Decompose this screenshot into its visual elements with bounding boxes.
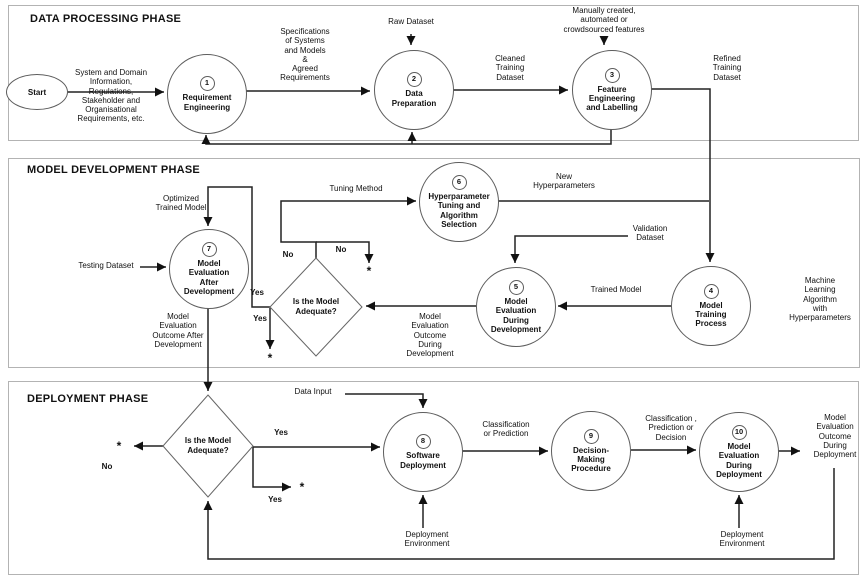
edge-label-outcome-during-dev: Model Evaluation Outcome During Developm… bbox=[406, 312, 454, 359]
branch-no-dev-right: No bbox=[335, 245, 347, 254]
edge-label-classification-prediction-decision: Classification , Prediction or Decision bbox=[645, 414, 697, 442]
step-number-8: 8 bbox=[415, 434, 431, 450]
step-number-10: 10 bbox=[731, 425, 747, 441]
branch-no-dev-left: No bbox=[282, 250, 294, 259]
phase-box-deployment bbox=[8, 381, 859, 575]
edge-label-refined-dataset: Refined Training Dataset bbox=[712, 54, 742, 82]
edge-label-classification-or-prediction: Classification or Prediction bbox=[482, 420, 530, 439]
edge-validation-dataset bbox=[510, 235, 628, 263]
branch-no-deploy: No bbox=[101, 462, 113, 471]
edge-feedback-3-to-1 bbox=[201, 128, 612, 145]
edge-yes-optimized-model bbox=[203, 186, 270, 308]
step-number-6: 6 bbox=[451, 175, 467, 191]
edge-label-new-hyperparameters: New Hyperparameters bbox=[533, 172, 595, 191]
node-label: Decision- Making Procedure bbox=[571, 445, 611, 474]
node-10-model-evaluation-deploy: 10 Model Evaluation During Deployment bbox=[699, 412, 779, 492]
step-number-7: 7 bbox=[201, 242, 217, 258]
node-9-decision-making: 9 Decision- Making Procedure bbox=[551, 411, 631, 491]
edge-label-validation-dataset: Validation Dataset bbox=[632, 224, 668, 243]
node-8-software-deployment: 8 Software Deployment bbox=[383, 412, 463, 492]
connector-asterisk-dev-yes: * bbox=[267, 351, 273, 365]
node-label: Feature Engineering and Labelling bbox=[586, 84, 638, 113]
start-node: Start bbox=[6, 74, 68, 110]
phase-title-deployment: DEPLOYMENT PHASE bbox=[27, 393, 149, 405]
node-label: Model Evaluation After Development bbox=[183, 259, 235, 296]
connector-asterisk-deploy-no: * bbox=[116, 439, 122, 453]
step-number-1: 1 bbox=[199, 76, 215, 92]
edge-feedback-deploy bbox=[203, 468, 835, 560]
edge-label-optimized-model: Optimized Trained Model bbox=[155, 194, 207, 213]
connector-asterisk-dev-no: * bbox=[366, 264, 372, 278]
step-number-3: 3 bbox=[604, 67, 620, 83]
phase-box-data-processing bbox=[8, 5, 859, 141]
node-3-feature-engineering: 3 Feature Engineering and Labelling bbox=[572, 50, 652, 130]
edge-label-deployment-env-10: Deployment Environment bbox=[719, 530, 765, 549]
node-5-model-evaluation-dev: 5 Model Evaluation During Development bbox=[476, 267, 556, 347]
step-number-4: 4 bbox=[703, 283, 719, 299]
edge-no-to-connector bbox=[316, 241, 374, 263]
node-label: Data Preparation bbox=[391, 89, 437, 108]
node-label: Hyperparameter Tuning and Algorithm Sele… bbox=[428, 192, 490, 229]
branch-yes-deploy: Yes bbox=[274, 428, 288, 437]
edge-yes-to-connector-deploy bbox=[252, 447, 291, 492]
node-6-hyperparameter-tuning: 6 Hyperparameter Tuning and Algorithm Se… bbox=[419, 162, 499, 242]
phase-title-model-development: MODEL DEVELOPMENT PHASE bbox=[27, 164, 201, 176]
edge-3-to-4-refined bbox=[650, 88, 715, 262]
branch-yes-dev-up: Yes bbox=[250, 288, 264, 297]
edge-data-input bbox=[345, 393, 428, 408]
branch-yes-dev-down: Yes bbox=[253, 314, 267, 323]
node-2-data-preparation: 2 Data Preparation bbox=[374, 50, 454, 130]
edge-label-manual-features: Manually created, automated or crowdsour… bbox=[563, 6, 645, 34]
edge-label-data-input: Data Input bbox=[294, 387, 332, 396]
edge-label-testing-dataset: Testing Dataset bbox=[78, 261, 134, 270]
step-number-2: 2 bbox=[406, 72, 422, 88]
decision-diamond-deploy-shape bbox=[162, 394, 254, 498]
decision-diamond-dev-label: Is the Model Adequate? bbox=[292, 297, 340, 316]
step-number-9: 9 bbox=[583, 428, 599, 444]
node-7-model-evaluation-after: 7 Model Evaluation After Development bbox=[169, 229, 249, 309]
phase-title-data-processing: DATA PROCESSING PHASE bbox=[30, 13, 182, 25]
decision-diamond-deploy-label: Is the Model Adequate? bbox=[184, 436, 232, 455]
edge-label-trained-model: Trained Model bbox=[590, 285, 642, 294]
node-label: Model Training Process bbox=[695, 300, 727, 329]
edge-label-cleaned-dataset: Cleaned Training Dataset bbox=[495, 54, 525, 82]
node-label: Requirement Engineering bbox=[182, 93, 232, 112]
phase-box-model-development bbox=[8, 158, 860, 368]
edge-label-raw-dataset: Raw Dataset bbox=[388, 17, 434, 26]
edge-label-ml-algorithm: Machine Learning Algorithm with Hyperpar… bbox=[789, 276, 851, 323]
node-label: Software Deployment bbox=[400, 451, 446, 470]
connector-asterisk-deploy-yes: * bbox=[299, 480, 305, 494]
edge-label-system-domain: System and Domain Information, Regulatio… bbox=[74, 68, 148, 124]
edge-label-deployment-env-8: Deployment Environment bbox=[404, 530, 450, 549]
branch-yes-deploy-down: Yes bbox=[268, 495, 282, 504]
node-label: Model Evaluation During Deployment bbox=[716, 442, 762, 479]
edge-no-tuning-method bbox=[280, 196, 416, 258]
node-1-requirement-engineering: 1 Requirement Engineering bbox=[167, 54, 247, 134]
edge-label-outcome-after-dev: Model Evaluation Outcome After Developme… bbox=[152, 312, 204, 349]
edge-label-specifications: Specifications of Systems and Models & A… bbox=[280, 27, 330, 83]
step-number-5: 5 bbox=[508, 280, 524, 296]
node-label: Model Evaluation During Development bbox=[490, 297, 542, 334]
node-4-model-training: 4 Model Training Process bbox=[671, 266, 751, 346]
edge-label-outcome-during-deploy: Model Evaluation Outcome During Deployme… bbox=[813, 413, 857, 460]
decision-diamond-dev-shape bbox=[269, 257, 363, 357]
edge-label-tuning-method: Tuning Method bbox=[329, 184, 383, 193]
